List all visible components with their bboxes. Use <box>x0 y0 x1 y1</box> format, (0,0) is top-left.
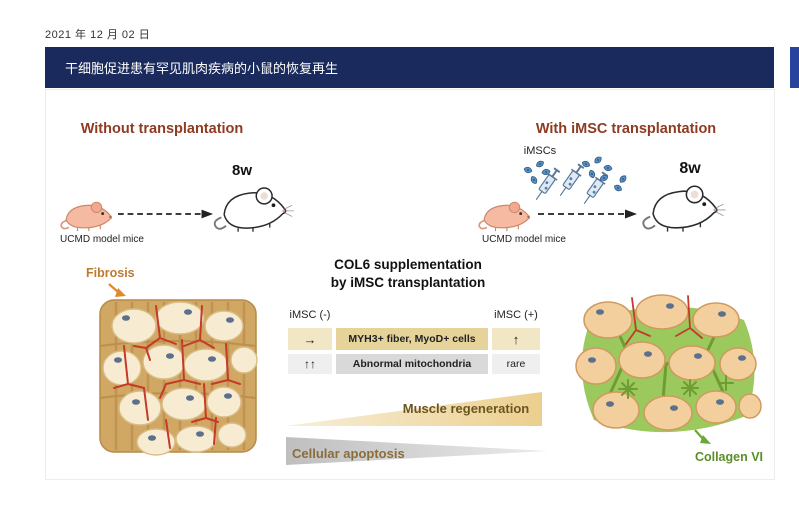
right-timepoint: 8w <box>679 160 701 177</box>
center-title: COL6 supplementation by iMSC transplanta… <box>291 256 525 292</box>
table-row2-left-arrow: ↑↑ <box>288 354 332 374</box>
right-mice-label: UCMD model mice <box>482 234 566 245</box>
collagen-label: Collagen VI <box>694 450 764 464</box>
table-row2-right-value: rare <box>492 354 540 374</box>
news-banner[interactable]: 干细胞促进患有罕见肌肉疾病的小鼠的恢复再生 <box>45 47 774 88</box>
right-edge-banner-fragment <box>790 47 799 88</box>
center-title-line2: by iMSC transplantation <box>330 275 486 290</box>
right-heading: With iMSC transplantation <box>535 121 717 137</box>
banner-title: 干细胞促进患有罕见肌肉疾病的小鼠的恢复再生 <box>65 61 339 76</box>
table-row2-label: Abnormal mitochondria <box>336 354 488 374</box>
collagen-arrow-icon <box>692 428 714 448</box>
table-header-imsc-minus: iMSC (-) <box>289 309 331 321</box>
apoptosis-label: Cellular apoptosis <box>292 446 405 461</box>
apoptosis-wedge <box>286 435 548 467</box>
left-heading: Without transplantation <box>80 121 244 137</box>
white-mouse-icon <box>640 180 726 236</box>
regeneration-wedge <box>286 391 542 427</box>
imscs-label: iMSCs <box>523 145 557 157</box>
dashed-arrow-icon <box>118 208 214 220</box>
dashed-arrow-icon <box>538 208 638 220</box>
date-label: 2021 年 12 月 02 日 <box>45 29 151 41</box>
muscle-fibrosis-illustration <box>94 286 262 464</box>
fibrosis-label: Fibrosis <box>86 266 135 280</box>
left-timepoint: 8w <box>231 162 252 179</box>
left-mice-label: UCMD model mice <box>60 234 144 245</box>
table-row1-left-arrow: → <box>288 328 332 350</box>
muscle-collagen-illustration <box>566 284 768 452</box>
figure-panel: Without transplantation With iMSC transp… <box>45 89 775 480</box>
regeneration-label: Muscle regeneration <box>402 401 530 416</box>
ucmd-mouse-icon <box>58 196 116 234</box>
ucmd-mouse-icon <box>476 196 534 234</box>
center-title-line1: COL6 supplementation <box>334 257 482 272</box>
table-header-imsc-plus: iMSC (+) <box>494 309 538 321</box>
table-row1-right-arrow: ↑ <box>492 328 540 350</box>
white-mouse-icon <box>212 182 294 236</box>
table-row1-label: MYH3+ fiber, MyoD+ cells <box>336 328 488 350</box>
fibrosis-arrow-icon <box>106 282 128 300</box>
